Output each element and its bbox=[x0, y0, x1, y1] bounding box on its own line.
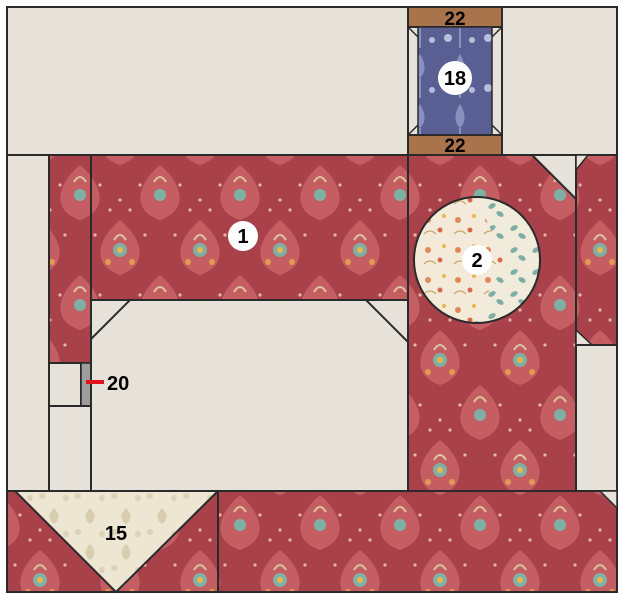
left-background-strip bbox=[7, 155, 49, 491]
top-right-background-panel bbox=[502, 7, 617, 155]
piece-18-label-text: 18 bbox=[444, 68, 466, 90]
far-right-red-print-strip bbox=[576, 155, 617, 345]
left-background-square-lower bbox=[49, 406, 91, 491]
gray-strip-piece-20 bbox=[81, 363, 91, 406]
top-left-background-panel bbox=[7, 7, 408, 155]
left-red-print-column bbox=[49, 155, 91, 363]
piece-2-label: 2 bbox=[462, 245, 492, 275]
machine-opening-background bbox=[91, 300, 408, 491]
piece-15-label: 15 bbox=[105, 523, 127, 545]
piece-20-label: 20 bbox=[107, 373, 129, 395]
left-background-square-small bbox=[49, 363, 81, 406]
piece-1-label: 1 bbox=[228, 221, 258, 251]
far-right-background-strip bbox=[576, 345, 617, 491]
piece-18-label: 18 bbox=[438, 61, 472, 95]
piece-22-top-label: 22 bbox=[444, 9, 465, 30]
piece-22-bottom-label: 22 bbox=[444, 136, 465, 157]
piece-1-label-text: 1 bbox=[237, 226, 248, 248]
piece-2-label-text: 2 bbox=[471, 250, 482, 272]
bottom-right-red-print bbox=[218, 491, 617, 592]
